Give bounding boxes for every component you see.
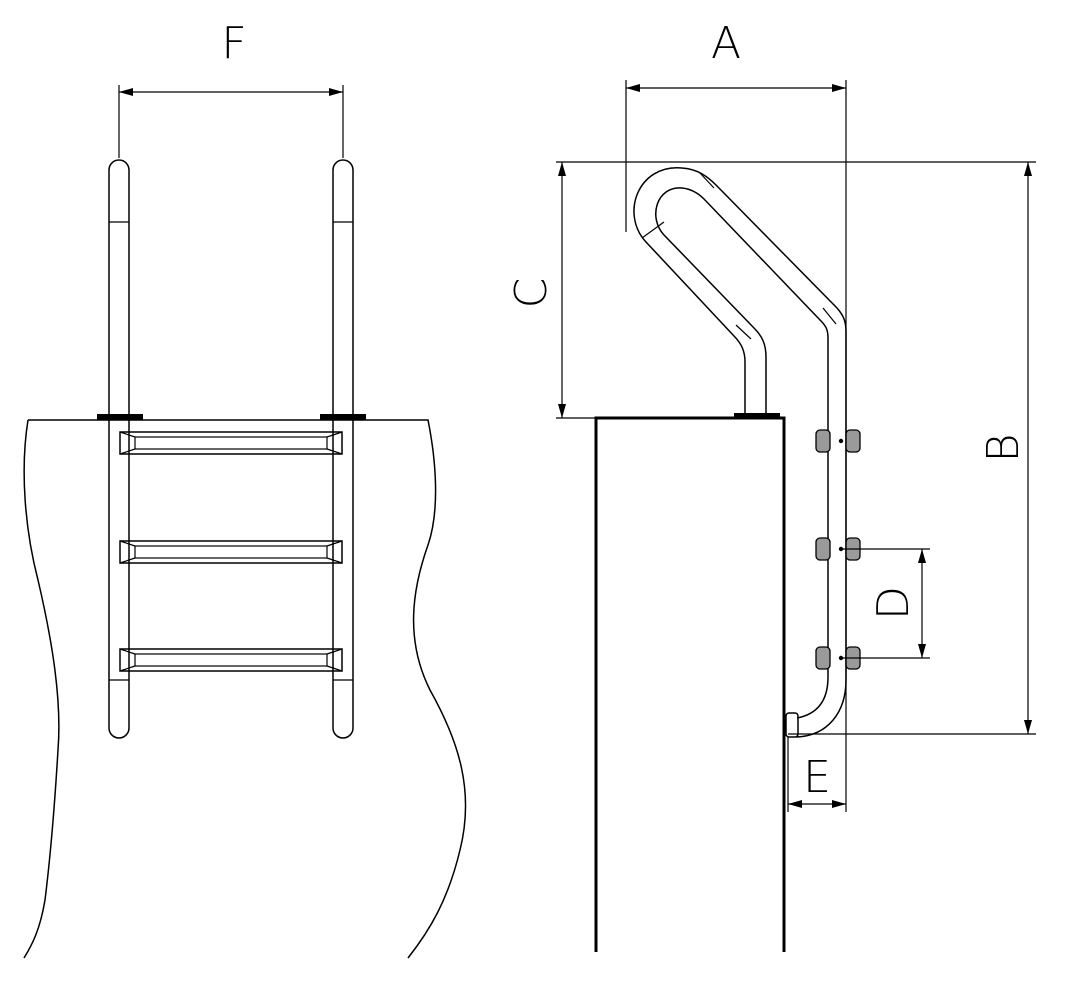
dimension-label-c: C bbox=[506, 278, 557, 309]
tread-3 bbox=[119, 648, 343, 672]
left-mount-plate bbox=[97, 414, 143, 420]
left-handrail-tube bbox=[108, 159, 130, 739]
dimension-f: F bbox=[118, 18, 344, 158]
dimension-d: D bbox=[841, 548, 930, 659]
handrail-outer-edge bbox=[633, 167, 847, 738]
tread-2 bbox=[119, 540, 343, 564]
dimension-c: C bbox=[506, 161, 1036, 418]
right-mount-plate bbox=[320, 414, 366, 420]
tread-1 bbox=[119, 431, 343, 455]
step-bumper-1 bbox=[815, 429, 861, 453]
dimension-b: B bbox=[788, 162, 1036, 735]
dimension-e: E bbox=[787, 737, 846, 812]
pool-wall-section bbox=[594, 416, 786, 952]
pool-wall-outline bbox=[23, 419, 467, 959]
side-view: A C B D E bbox=[506, 18, 1036, 952]
deck-anchor-plate bbox=[734, 413, 780, 419]
dimension-label-b: B bbox=[978, 434, 1029, 463]
dimension-label-a: A bbox=[711, 18, 741, 69]
right-handrail-tube bbox=[332, 159, 354, 739]
wall-end-cap bbox=[785, 712, 799, 738]
handrail-inner-edge bbox=[655, 187, 829, 719]
dimension-label-d: D bbox=[868, 586, 919, 620]
dimension-label-e: E bbox=[803, 752, 831, 803]
dimension-label-f: F bbox=[221, 18, 246, 69]
dimension-a: A bbox=[625, 18, 847, 812]
front-view: F bbox=[23, 18, 467, 959]
